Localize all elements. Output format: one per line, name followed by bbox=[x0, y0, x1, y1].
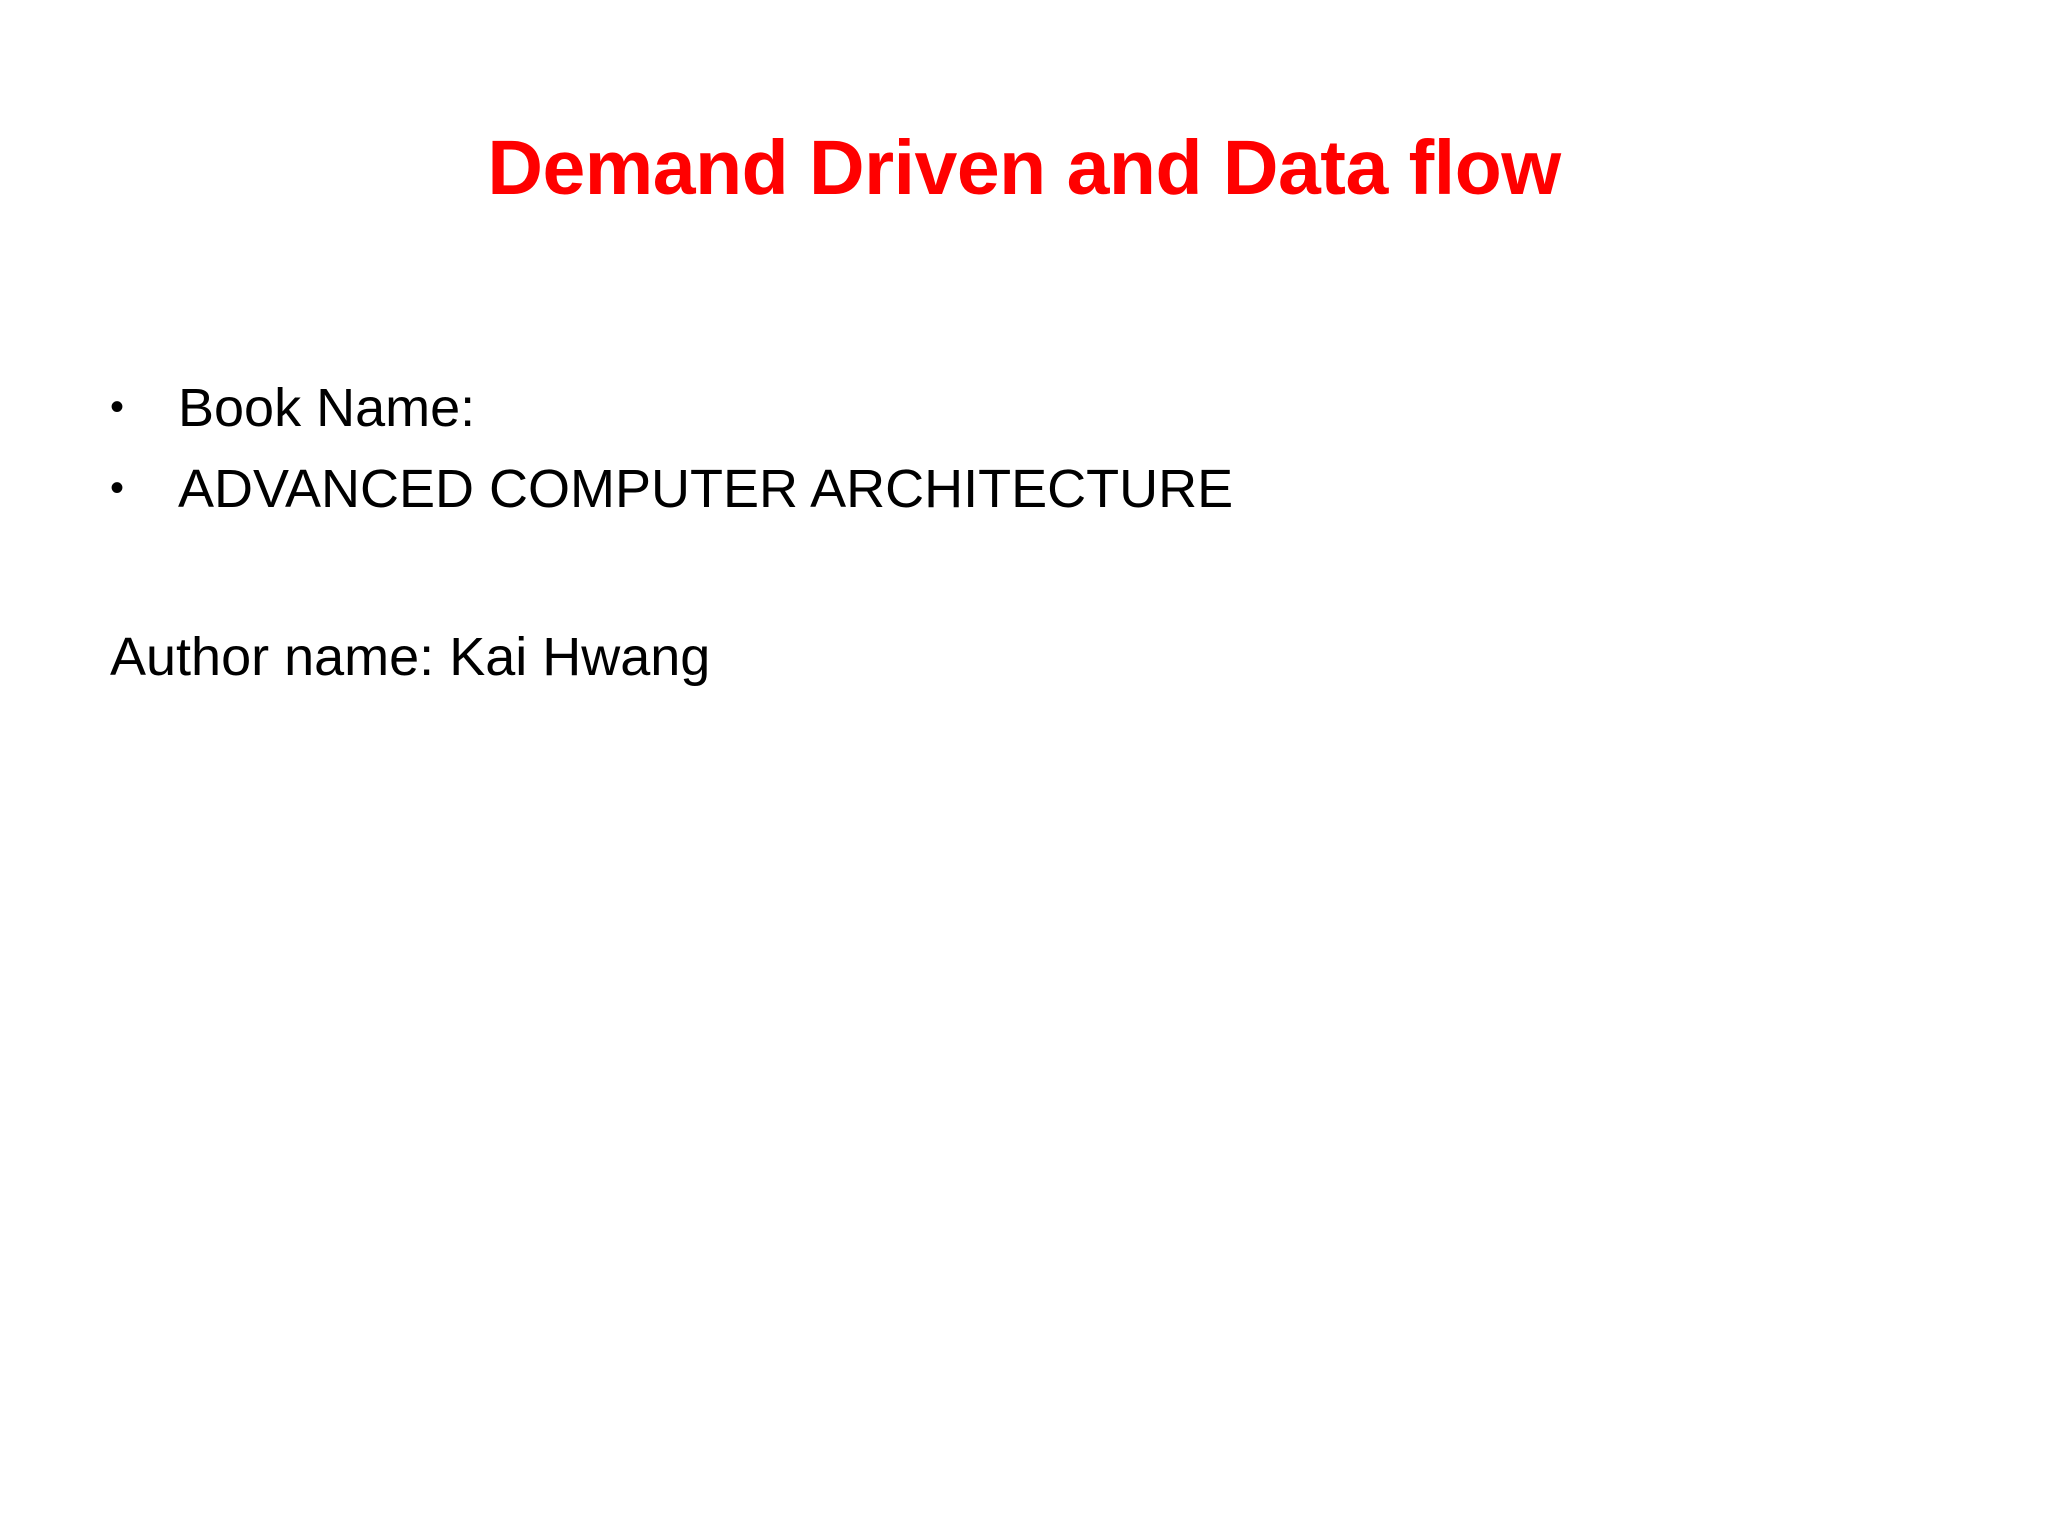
list-item: • ADVANCED COMPUTER ARCHITECTURE bbox=[110, 453, 1950, 526]
author-line: Author name: Kai Hwang bbox=[110, 626, 711, 687]
list-item-label: Book Name: bbox=[178, 378, 476, 438]
list-item: • Book Name: bbox=[110, 372, 1950, 445]
page-title: Demand Driven and Data flow bbox=[487, 125, 1561, 211]
list-item-label: ADVANCED COMPUTER ARCHITECTURE bbox=[178, 459, 1234, 520]
paragraph-spacer bbox=[110, 535, 1950, 621]
bullet-icon: • bbox=[110, 385, 125, 429]
bullet-icon: • bbox=[110, 466, 125, 511]
slide-body-content: • Book Name: • ADVANCED COMPUTER ARCHITE… bbox=[110, 372, 1950, 694]
